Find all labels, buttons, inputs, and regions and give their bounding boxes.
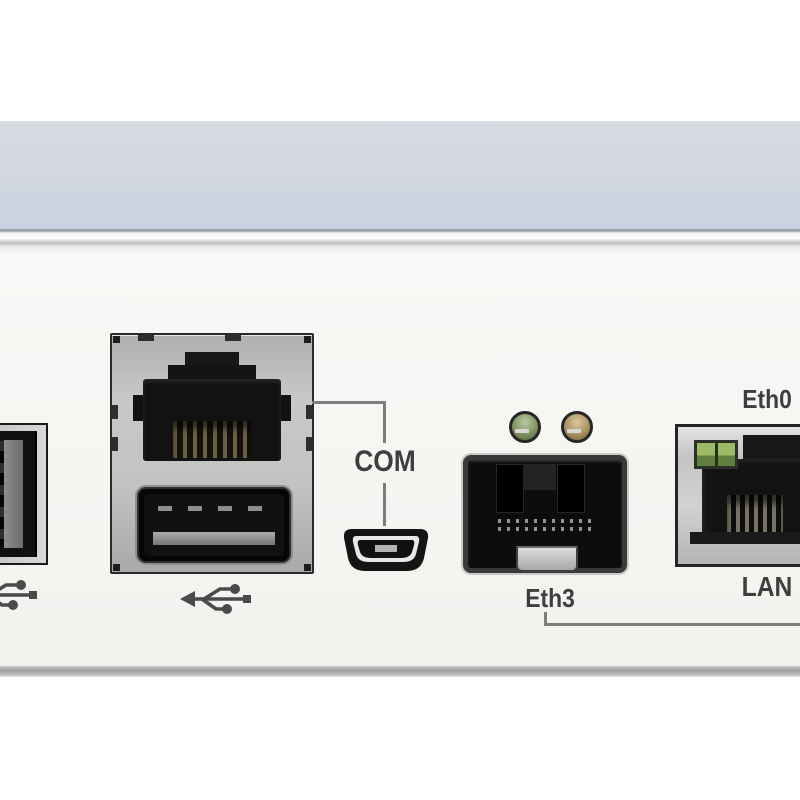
sfp-latch	[516, 546, 578, 572]
plate-tick	[112, 437, 118, 451]
chassis-bevel-edge	[0, 229, 800, 252]
port-led-green	[697, 443, 715, 466]
sfp-slot	[557, 464, 585, 513]
usb-a-port	[137, 487, 291, 563]
usb-port-left-cropped	[0, 423, 48, 565]
com-label: COM	[354, 445, 416, 478]
status-led-green	[509, 411, 541, 443]
usb-a-cavity	[144, 494, 284, 556]
eth3-callout-line	[544, 623, 800, 626]
usb-trident-icon	[0, 578, 42, 614]
com-callout-line	[312, 401, 386, 404]
console-combo-module	[110, 333, 314, 574]
led-highlight	[515, 429, 529, 433]
panel-bottom-edge	[0, 666, 800, 677]
rj45-console-jack	[143, 379, 281, 461]
plate-corner-mark	[113, 564, 120, 571]
port-led-window	[694, 440, 738, 469]
sfp-port-eth3	[463, 455, 627, 573]
plate-tick	[306, 437, 312, 451]
ethernet-port-eth0	[675, 424, 800, 567]
sfp-contacts	[498, 519, 592, 523]
usb-port-cavity	[0, 431, 37, 557]
usb-tongue	[4, 440, 23, 548]
plate-corner-mark	[304, 336, 311, 343]
plate-tick	[112, 405, 118, 419]
sfp-center-tab	[523, 464, 556, 490]
com-callout-line	[383, 483, 386, 526]
plate-corner-mark	[113, 336, 120, 343]
eth0-label: Eth0	[742, 384, 792, 414]
plate-tick	[138, 335, 154, 341]
eth3-callout-line	[544, 612, 547, 626]
eth3-label: Eth3	[525, 583, 575, 613]
rj45-latch-notch	[281, 395, 291, 421]
lan-label: LAN	[741, 571, 793, 602]
rj45-pins	[727, 495, 783, 535]
micro-usb-port	[343, 529, 429, 571]
chassis-top-band	[0, 121, 800, 229]
com-callout-line	[383, 401, 386, 443]
usb-trident-icon	[180, 584, 251, 614]
usb-tongue	[153, 532, 275, 545]
port-led-green	[717, 443, 735, 466]
led-highlight	[567, 429, 581, 433]
plate-corner-mark	[304, 564, 311, 571]
rj45-latch-notch	[133, 395, 143, 421]
rj45-bottom-strip	[690, 532, 800, 544]
rj45-pins	[173, 421, 251, 458]
sfp-contacts	[498, 527, 592, 531]
usb-contacts	[158, 506, 270, 511]
status-led-amber	[561, 411, 593, 443]
sfp-slot	[496, 464, 524, 513]
plate-tick	[306, 405, 312, 419]
rj45-jack	[702, 459, 800, 541]
plate-tick	[225, 335, 241, 341]
